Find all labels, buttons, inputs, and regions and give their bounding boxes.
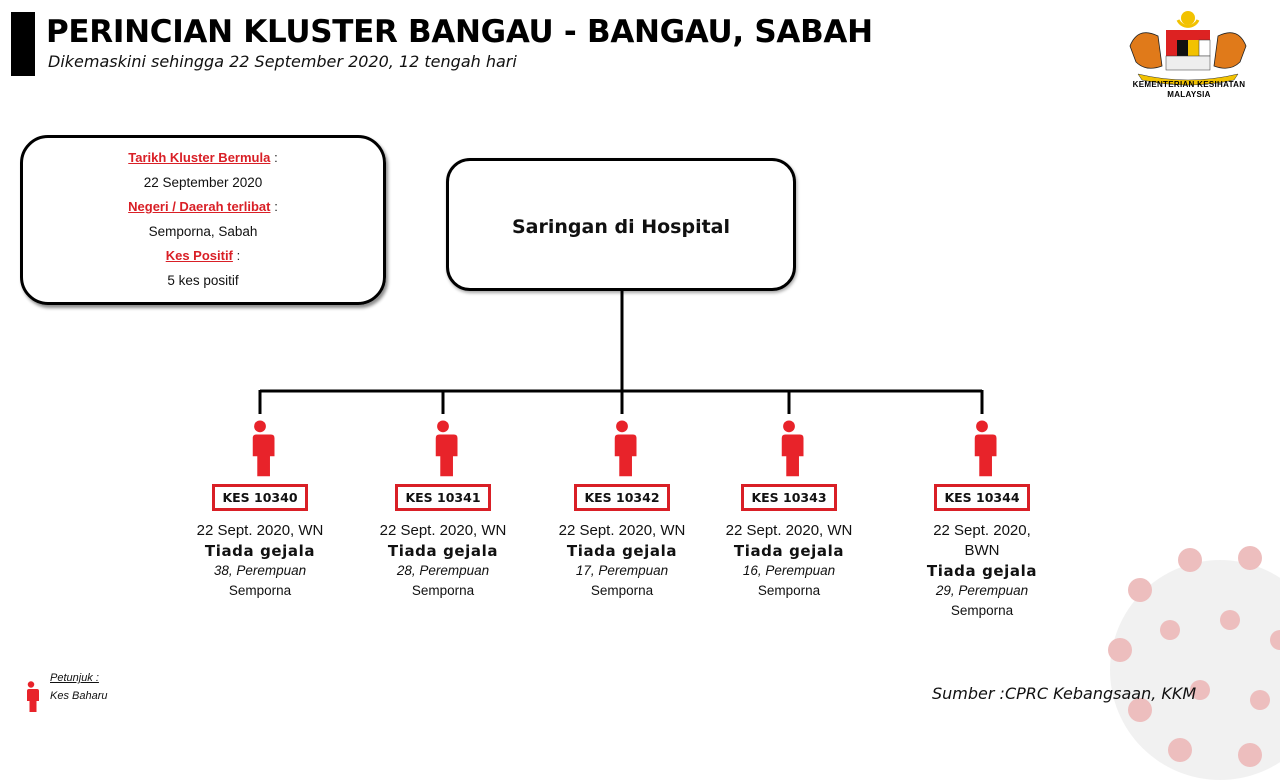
region-label: Negeri / Daerah terlibat: [128, 199, 271, 214]
region-value: Semporna, Sabah: [148, 223, 258, 239]
case-node: KES 10343 22 Sept. 2020, WN Tiada gejala…: [699, 420, 879, 601]
case-date: 22 Sept. 2020, WN: [379, 522, 507, 539]
colon: :: [274, 150, 278, 165]
case-date: 22 Sept. 2020, WN: [725, 522, 853, 539]
person-red-icon: [432, 420, 458, 477]
colon: :: [236, 248, 241, 263]
case-nationality: BWN: [964, 542, 1000, 559]
case-id-badge: KES 10342: [574, 484, 670, 511]
start-date-label: Tarikh Kluster Bermula: [128, 150, 271, 165]
ministry-name: KEMENTERIAN KESIHATAN MALAYSIA: [1100, 80, 1278, 100]
case-location: Semporna: [757, 583, 821, 598]
person-red-icon: [971, 420, 997, 477]
start-date-value: 22 September 2020: [143, 174, 263, 190]
source-credit: Sumber :CPRC Kebangsaan, KKM: [932, 684, 1197, 703]
case-node: KES 10344 22 Sept. 2020, BWN Tiada gejal…: [892, 420, 1072, 621]
case-symptom: Tiada gejala: [566, 542, 678, 560]
case-age-gender: 28, Perempuan: [396, 563, 490, 578]
root-node: Saringan di Hospital: [446, 158, 796, 291]
case-node: KES 10340 22 Sept. 2020, WN Tiada gejala…: [170, 420, 350, 601]
positive-label: Kes Positif: [165, 248, 233, 263]
case-symptom: Tiada gejala: [733, 542, 845, 560]
case-node: KES 10341 22 Sept. 2020, WN Tiada gejala…: [353, 420, 533, 601]
case-age-gender: 29, Perempuan: [935, 583, 1029, 598]
legend-label: Kes Baharu: [50, 690, 108, 702]
case-node: KES 10342 22 Sept. 2020, WN Tiada gejala…: [532, 420, 712, 601]
start-date-label-row: Tarikh Kluster Bermula :: [23, 146, 383, 171]
region-label-row: Negeri / Daerah terlibat :: [23, 195, 383, 220]
case-location: Semporna: [590, 583, 654, 598]
case-location: Semporna: [228, 583, 292, 598]
malaysia-coat-of-arms-icon: [1129, 11, 1247, 86]
person-red-icon: [249, 420, 275, 477]
person-red-icon: [25, 681, 39, 712]
positive-label-row: Kes Positif :: [23, 244, 383, 269]
positive-value: 5 kes positif: [167, 272, 239, 288]
ministry-name-line2: MALAYSIA: [1167, 90, 1211, 99]
case-id-badge: KES 10343: [741, 484, 837, 511]
case-location: Semporna: [411, 583, 475, 598]
person-red-icon: [611, 420, 637, 477]
case-date: 22 Sept. 2020, WN: [558, 522, 686, 539]
page-subtitle: Dikemaskini sehingga 22 September 2020, …: [48, 52, 517, 71]
case-age-gender: 17, Perempuan: [575, 563, 669, 578]
virus-illustration-icon: [1108, 546, 1280, 780]
case-id-badge: KES 10340: [212, 484, 308, 511]
case-date: 22 Sept. 2020,: [933, 522, 1031, 539]
case-symptom: Tiada gejala: [926, 562, 1038, 580]
page-title: PERINCIAN KLUSTER BANGAU - BANGAU, SABAH: [46, 14, 873, 50]
case-id-badge: KES 10344: [934, 484, 1030, 511]
colon: :: [274, 199, 278, 214]
legend-title: Petunjuk :: [50, 672, 99, 684]
case-symptom: Tiada gejala: [204, 542, 316, 560]
title-accent-bar: [11, 12, 35, 76]
case-age-gender: 16, Perempuan: [742, 563, 836, 578]
cluster-info-box: Tarikh Kluster Bermula : 22 September 20…: [20, 135, 386, 305]
case-age-gender: 38, Perempuan: [213, 563, 307, 578]
root-node-label: Saringan di Hospital: [512, 216, 730, 238]
case-symptom: Tiada gejala: [387, 542, 499, 560]
person-red-icon: [778, 420, 804, 477]
ministry-name-line1: KEMENTERIAN KESIHATAN: [1132, 80, 1246, 89]
case-date: 22 Sept. 2020, WN: [196, 522, 324, 539]
case-id-badge: KES 10341: [395, 484, 491, 511]
case-location: Semporna: [950, 603, 1014, 618]
